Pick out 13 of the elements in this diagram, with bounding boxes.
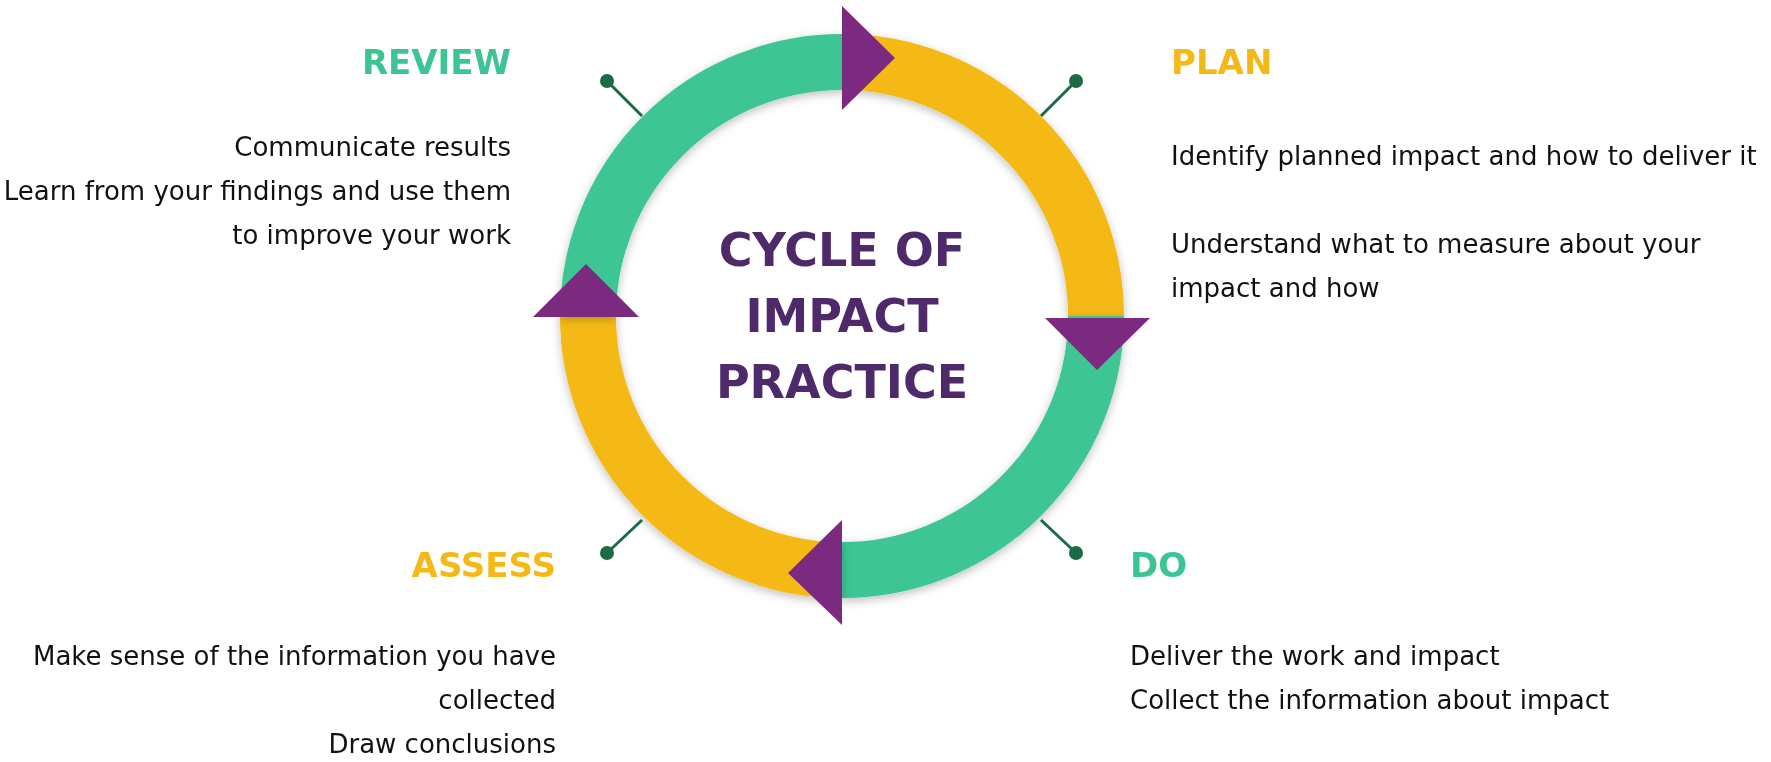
stage-description: Draw conclusions bbox=[327, 728, 556, 761]
stage-description: Make sense of the information you have collected bbox=[32, 640, 556, 717]
stage-description: Deliver the work and impact bbox=[1130, 640, 1501, 673]
cycle-title: CYCLE OF IMPACT PRACTICE bbox=[714, 222, 970, 411]
stage-description: Collect the information about impact bbox=[1130, 684, 1611, 717]
stage-heading: ASSESS bbox=[410, 545, 556, 585]
stage-heading: REVIEW bbox=[360, 42, 511, 82]
stage-description: Learn from your findings and use them to improve your work bbox=[2, 175, 511, 252]
stage-heading: DO bbox=[1130, 545, 1189, 585]
stage-heading: PLAN bbox=[1171, 42, 1274, 82]
stage-description: Understand what to measure about your impact and how bbox=[1171, 228, 1702, 305]
stage-description: Communicate results bbox=[233, 131, 511, 164]
stage-description: Identify planned impact and how to deliver it bbox=[1171, 140, 1758, 173]
